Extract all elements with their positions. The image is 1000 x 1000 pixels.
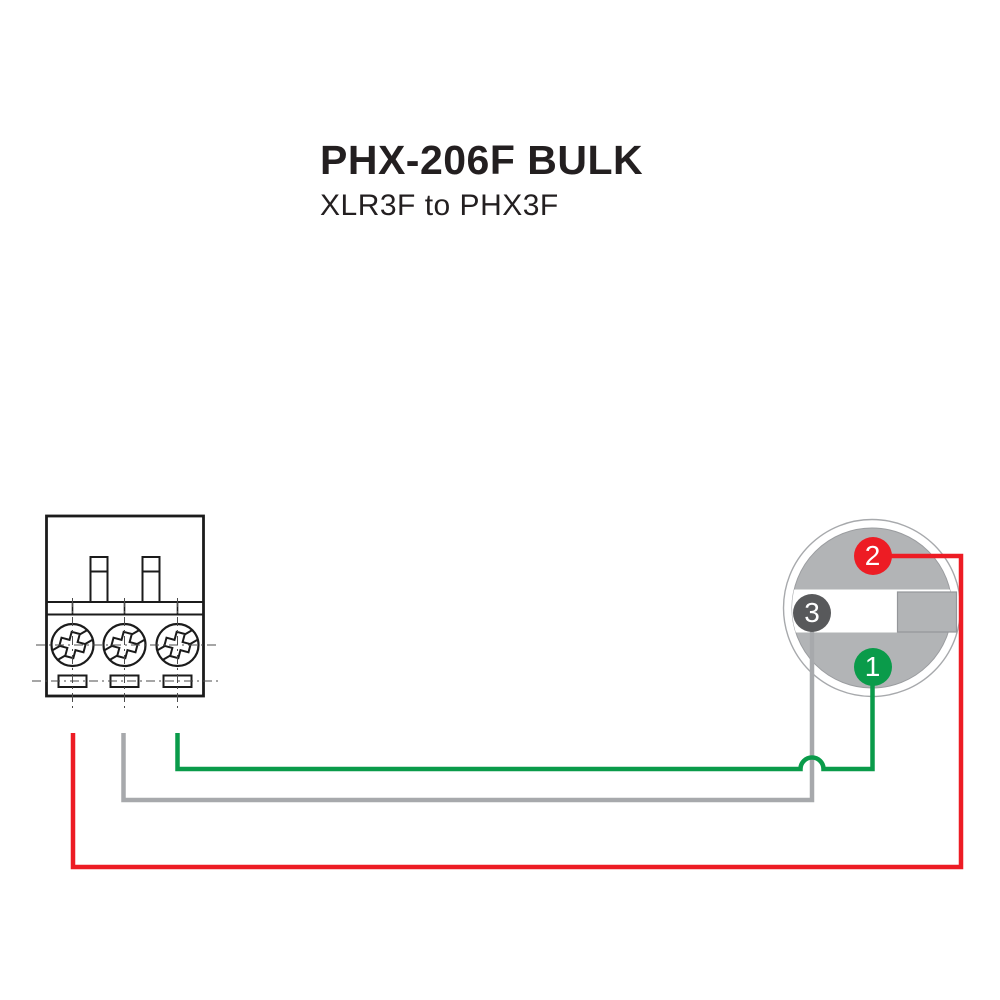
xlr-pin-3: 3 xyxy=(793,593,831,632)
xlr-pin-1-label: 1 xyxy=(864,651,881,682)
xlr-pin-3-label: 3 xyxy=(804,596,820,628)
xlr-connector xyxy=(782,518,962,698)
xlr-pin-2: 2 xyxy=(853,537,892,575)
xlr-pin-1: 1 xyxy=(853,648,892,686)
red-wire xyxy=(70,553,964,870)
phoenix-centerlines xyxy=(32,598,218,709)
gray-wire xyxy=(121,630,815,803)
title-block: PHX-206F BULK XLR3F to PHX3F xyxy=(320,137,644,223)
phoenix-connector xyxy=(32,514,218,709)
green-wire xyxy=(175,685,875,772)
xlr-pin-2-label: 2 xyxy=(864,540,881,571)
page-subtitle: XLR3F to PHX3F xyxy=(320,189,559,223)
page-title: PHX-206F BULK xyxy=(320,137,644,183)
wires xyxy=(70,553,964,870)
xlr-latch-tab xyxy=(896,591,958,633)
